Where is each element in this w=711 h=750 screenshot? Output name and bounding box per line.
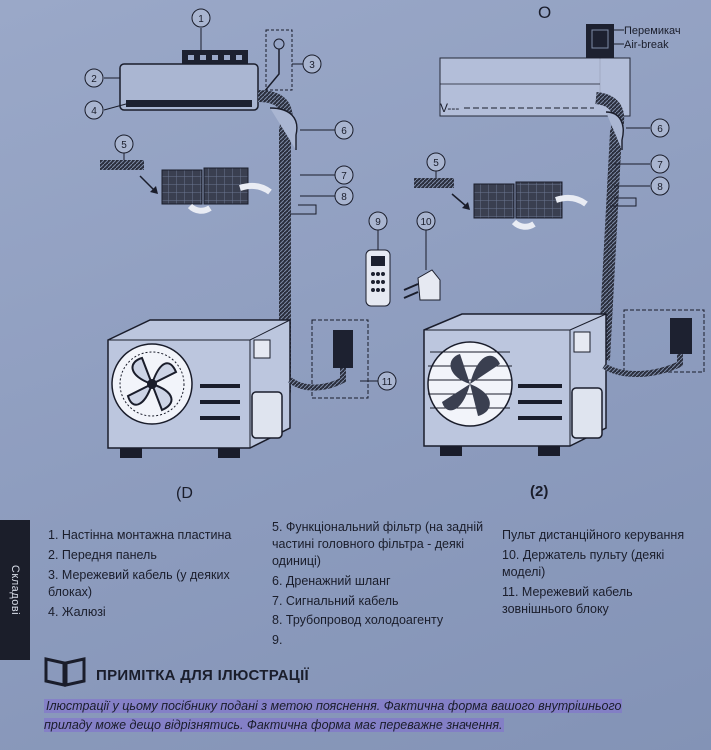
note-text-body: Ілюстрації у цьому посібнику подані з ме… (44, 699, 622, 733)
caption-d: (D (176, 485, 193, 502)
main-filter-left (161, 169, 203, 205)
svg-text:7: 7 (341, 171, 347, 182)
outdoor-cable-box (311, 319, 369, 399)
svg-text:11: 11 (382, 377, 393, 388)
legend-column-1: 1. Настінна монтажна пластина 2. Передня… (48, 527, 253, 623)
section-tab: Складові (0, 520, 30, 660)
indoor-unit (119, 63, 259, 111)
svg-text:2: 2 (91, 74, 97, 85)
legend-item-9: 9. (272, 633, 283, 648)
legend-item-4: 4. Жалюзі (48, 604, 106, 619)
callout-5-right: 5 (426, 152, 446, 172)
svg-text:3: 3 (309, 60, 315, 71)
legend-item-2: 2. Передня панель (48, 547, 157, 562)
note-text: Ілюстрації у цьому посібнику подані з ме… (44, 697, 666, 736)
air-conditioner-illustration: 1 2 3 4 5 6 7 8 9 10 11 5 6 7 8 O Переми… (84, 3, 705, 502)
legend-item-10: 10. Держатель пульту (деякі моделі) (502, 547, 665, 579)
callout-6: 6 (334, 120, 354, 140)
section-tab-label: Складові (9, 564, 21, 616)
svg-text:6: 6 (341, 126, 347, 137)
svg-text:5: 5 (433, 158, 439, 169)
legend-item-8: 8. Трубопровод холодоагенту (272, 613, 444, 628)
legend-item-9-text: Пульт дистанційного керування (502, 528, 685, 542)
function-filter (100, 160, 144, 170)
airbreak-label-line2: Air-break (624, 39, 669, 51)
legend-item-1: 1. Настінна монтажна пластина (48, 528, 232, 542)
legend-item-3: 3. Мережевий кабель (у деяких блоках) (48, 567, 230, 599)
air-break-switch (586, 24, 614, 58)
svg-text:10: 10 (420, 217, 432, 228)
louver (126, 100, 252, 107)
note-title: ПРИМІТКА ДЛЯ ІЛЮСТРАЦІЇ (96, 667, 309, 684)
legend-column-3: Пульт дистанційного керування 10. Держат… (502, 527, 692, 620)
callout-3: 3 (302, 54, 322, 74)
book-icon (44, 657, 86, 687)
callout-8: 8 (334, 186, 354, 206)
caption-2: (2) (530, 483, 548, 500)
callout-9: 9 (368, 211, 388, 231)
callout-5: 5 (114, 134, 134, 154)
callout-markers: 1 2 3 4 5 6 7 8 9 10 11 5 6 7 8 (84, 8, 670, 391)
svg-text:4: 4 (91, 106, 97, 117)
indoor-unit-outline (439, 57, 631, 117)
svg-text:1: 1 (198, 14, 204, 25)
airbreak-label-line1: Перемикач (624, 25, 681, 37)
callout-1: 1 (191, 8, 211, 28)
svg-text:5: 5 (121, 140, 127, 151)
legend-item-6: 6. Дренажний шланг (272, 573, 391, 588)
svg-text:9: 9 (375, 217, 381, 228)
callout-2: 2 (84, 68, 104, 88)
callout-11: 11 (377, 371, 397, 391)
legend-item-5: 5. Функціональний фільтр (на задній част… (272, 520, 484, 568)
legend-item-11: 11. Мережевий кабель зовнішнього блоку (502, 584, 633, 616)
label-o: O (538, 3, 551, 22)
right-illustration (414, 24, 705, 456)
callout-8-right: 8 (650, 176, 670, 196)
callout-10: 10 (416, 211, 436, 231)
svg-text:8: 8 (341, 192, 347, 203)
svg-text:8: 8 (657, 182, 663, 193)
callout-4: 4 (84, 100, 104, 120)
svg-text:6: 6 (657, 124, 663, 135)
left-illustration (100, 28, 441, 458)
callout-7-right: 7 (650, 154, 670, 174)
remote-holder (417, 269, 441, 301)
legend-column-2: 5. Функціональний фільтр (на задній част… (272, 519, 487, 652)
power-cable-box (265, 29, 293, 91)
legend-item-7: 7. Сигнальний кабель (272, 593, 399, 608)
v-label: V--- (440, 101, 459, 115)
callout-7: 7 (334, 165, 354, 185)
svg-text:7: 7 (657, 160, 663, 171)
callout-6-right: 6 (650, 118, 670, 138)
